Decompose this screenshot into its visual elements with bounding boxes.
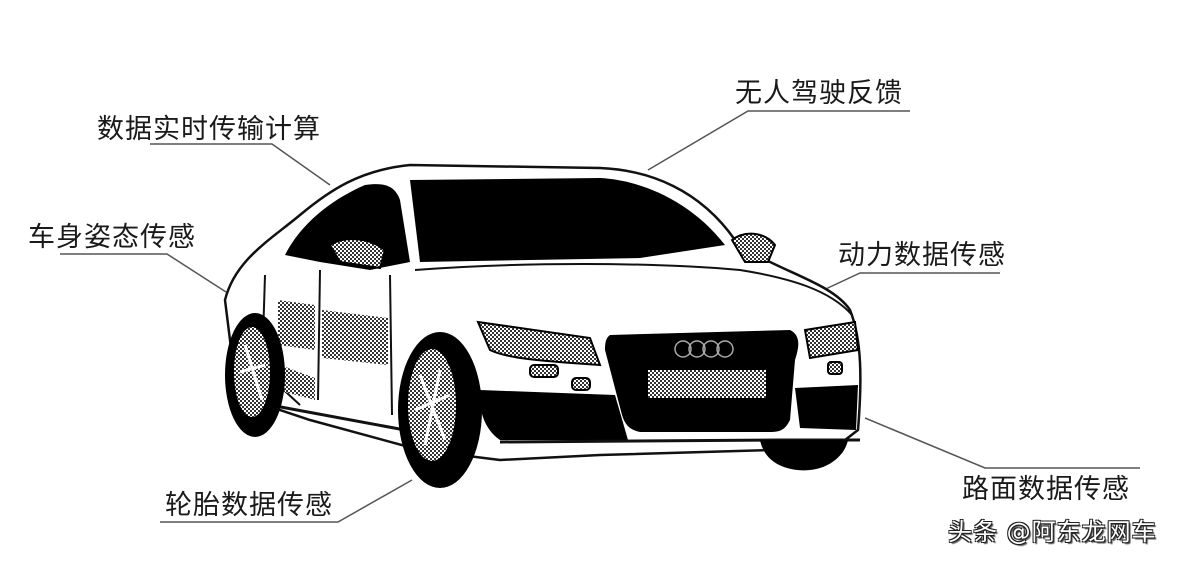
front-wheel xyxy=(398,332,482,488)
label-power-data: 动力数据传感 xyxy=(838,240,1006,271)
watermark: 头条 @阿东龙网车 xyxy=(948,518,1157,546)
leader-lines xyxy=(60,110,1140,523)
far-front-wheel xyxy=(760,440,848,471)
label-road-data: 路面数据传感 xyxy=(962,474,1130,505)
label-data-transfer: 数据实时传输计算 xyxy=(97,114,321,145)
label-body-attitude: 车身姿态传感 xyxy=(28,222,196,253)
label-tire-data: 轮胎数据传感 xyxy=(165,490,333,521)
audi-rings-logo xyxy=(674,340,734,358)
car-body xyxy=(223,163,862,462)
rear-wheel xyxy=(225,313,285,437)
label-autonomous-feedback: 无人驾驶反馈 xyxy=(735,78,903,109)
